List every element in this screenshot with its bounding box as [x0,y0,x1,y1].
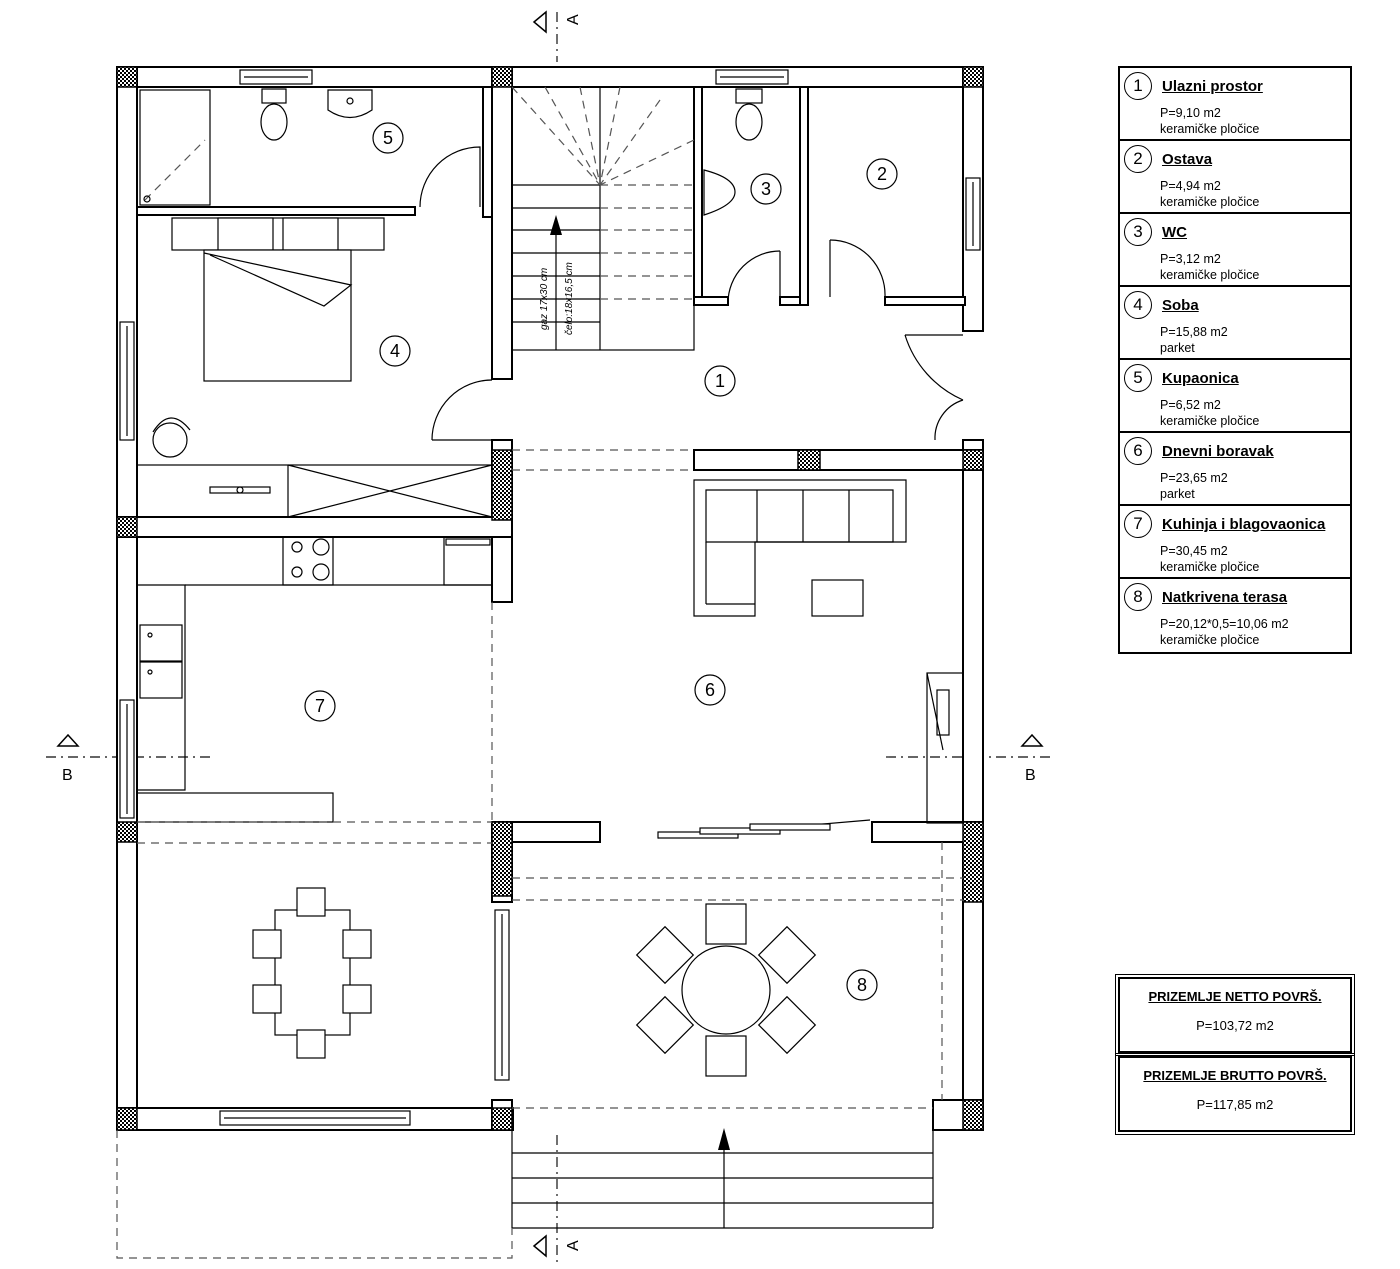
legend-room-area: P=4,94 m2 [1160,179,1221,193]
svg-text:5: 5 [383,128,393,148]
dining-table [252,887,372,1059]
columns [116,66,984,1131]
legend-number: 3 [1124,218,1152,246]
legend-row: 1 Ulazni prostor P=9,10 m2 keramičke plo… [1120,68,1350,141]
windows [119,69,981,1126]
netto-area-title: PRIZEMLJE NETTO POVRŠ. [1148,989,1322,1004]
legend-room-name: Dnevni boravak [1162,443,1274,460]
legend-number: 6 [1124,437,1152,465]
section-marker-a: A A [532,10,582,1262]
legend-room-floor: keramičke pločice [1160,560,1260,574]
svg-text:4: 4 [390,341,400,361]
staircase: gaz 17x30 cm čelo:18x16,5 cm [511,86,695,351]
terrace [511,842,963,1229]
kitchen-furniture [136,536,493,844]
legend-room-area: P=9,10 m2 [1160,106,1221,120]
room-label-2: 2 [866,158,898,190]
legend-room-floor: keramičke pločice [1160,268,1260,282]
room-label-6: 6 [694,674,726,706]
legend-room-name: Ostava [1162,151,1213,168]
brutto-area-box: PRIZEMLJE BRUTTO POVRŠ. P=117,85 m2 [1115,1053,1355,1135]
room-label-1: 1 [704,365,736,397]
legend-number: 7 [1124,510,1152,538]
legend-room-area: P=23,65 m2 [1160,471,1228,485]
legend-row: 3 WC P=3,12 m2 keramičke pločice [1120,214,1350,287]
section-marker-b: B B [46,733,1052,784]
brutto-area-title: PRIZEMLJE BRUTTO POVRŠ. [1143,1068,1327,1083]
legend-room-floor: parket [1160,487,1195,501]
room-legend: 1 Ulazni prostor P=9,10 m2 keramičke plo… [1118,66,1352,654]
bedroom-furniture [136,217,493,518]
legend-row: 4 Soba P=15,88 m2 parket [1120,287,1350,360]
legend-room-name: Natkrivena terasa [1162,589,1288,606]
legend-room-floor: keramičke pločice [1160,414,1260,428]
svg-text:6: 6 [705,680,715,700]
legend-room-name: Soba [1162,297,1199,314]
stair-spec-riser: čelo:18x16,5 cm [564,262,575,335]
legend-room-name: Kuhinja i blagovaonica [1162,516,1326,533]
stair-spec-tread: gaz 17x30 cm [539,268,550,330]
svg-text:8: 8 [857,975,867,995]
room-labels: 1 2 3 4 5 6 7 8 [304,122,898,1001]
room-label-3: 3 [750,173,782,205]
legend-number: 8 [1124,583,1152,611]
legend-number: 4 [1124,291,1152,319]
legend-row: 8 Natkrivena terasa P=20,12*0,5=10,06 m2… [1120,579,1350,652]
section-label-a-top: A [565,14,582,25]
legend-room-floor: keramičke pločice [1160,633,1260,647]
section-label-b-left: B [62,767,73,784]
legend-number: 1 [1124,72,1152,100]
section-label-a-bottom: A [565,1240,582,1251]
room-label-8: 8 [846,969,878,1001]
room-label-7: 7 [304,690,336,722]
room-label-4: 4 [379,335,411,367]
legend-room-area: P=15,88 m2 [1160,325,1228,339]
svg-text:7: 7 [315,696,325,716]
legend-room-floor: parket [1160,341,1195,355]
legend-row: 5 Kupaonica P=6,52 m2 keramičke pločice [1120,360,1350,433]
bathroom-fixtures [139,88,763,216]
svg-text:3: 3 [761,179,771,199]
legend-row: 2 Ostava P=4,94 m2 keramičke pločice [1120,141,1350,214]
legend-room-area: P=20,12*0,5=10,06 m2 [1160,617,1289,631]
living-room-furniture [512,449,964,824]
legend-row: 6 Dnevni boravak P=23,65 m2 parket [1120,433,1350,506]
section-label-b-right: B [1025,767,1036,784]
room-label-5: 5 [372,122,404,154]
netto-area-box: PRIZEMLJE NETTO POVRŠ. P=103,72 m2 [1115,974,1355,1056]
svg-text:1: 1 [715,371,725,391]
legend-room-floor: keramičke pločice [1160,195,1260,209]
netto-area-value: P=103,72 m2 [1196,1018,1274,1033]
legend-number: 5 [1124,364,1152,392]
legend-room-area: P=6,52 m2 [1160,398,1221,412]
svg-text:2: 2 [877,164,887,184]
legend-room-area: P=30,45 m2 [1160,544,1228,558]
brutto-area-value: P=117,85 m2 [1196,1097,1274,1112]
outline-dashed [116,1130,513,1259]
legend-room-area: P=3,12 m2 [1160,252,1221,266]
doors [419,146,964,839]
legend-room-name: WC [1162,224,1187,241]
legend-room-name: Ulazni prostor [1162,78,1263,95]
legend-room-floor: keramičke pločice [1160,122,1260,136]
legend-room-name: Kupaonica [1162,370,1239,387]
legend-row: 7 Kuhinja i blagovaonica P=30,45 m2 kera… [1120,506,1350,579]
legend-number: 2 [1124,145,1152,173]
